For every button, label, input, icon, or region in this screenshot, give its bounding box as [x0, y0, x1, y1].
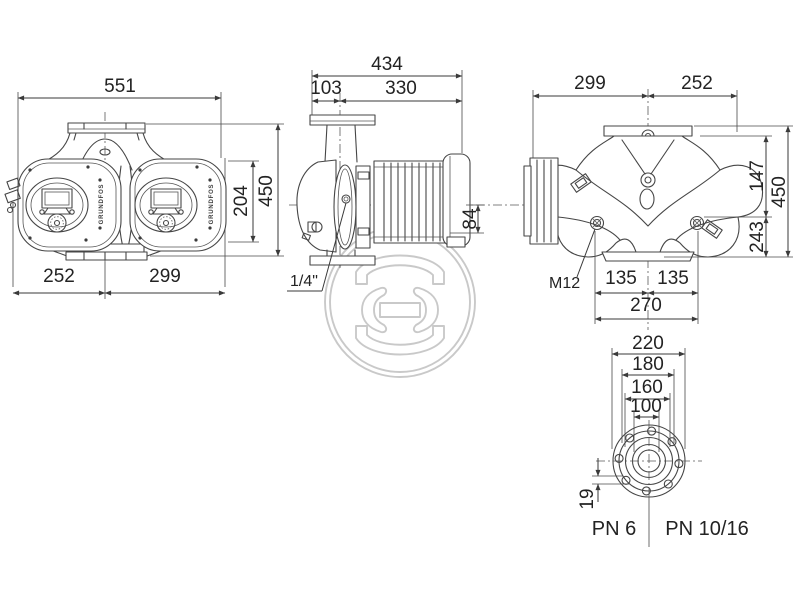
- dim-side-total-label: 434: [371, 54, 403, 75]
- dim-flange-19-label: 19: [577, 488, 598, 509]
- hex-plug-left: [570, 173, 592, 193]
- brand-text-left: GRUNDFOS: [99, 184, 105, 225]
- left-button: [69, 209, 75, 215]
- dim-top-299-label: 299: [574, 73, 606, 94]
- dim-side-103-label: 103: [310, 78, 342, 99]
- top-pump-housing: [523, 125, 764, 262]
- terminal-box: [446, 236, 466, 248]
- dim-flange-160-label: 160: [631, 377, 663, 398]
- left-button: [39, 209, 45, 215]
- m12-bolt-hole-right: [689, 215, 705, 231]
- dim-front-height-label: 450: [256, 175, 277, 207]
- dim-top-270-label: 270: [630, 295, 662, 316]
- dim-flange-220-label: 220: [632, 333, 664, 354]
- left-control-knob: [47, 213, 67, 233]
- bolt-hole: [647, 426, 657, 436]
- drain-plug: [311, 221, 323, 233]
- dim-front-right-label: 299: [149, 266, 181, 287]
- front-left-pump-head: GRUNDFOS: [4, 158, 122, 252]
- dim-front-width-label: 551: [104, 76, 136, 97]
- side-view: 434 103 330: [287, 54, 540, 292]
- front-view: 551 450 204 252 299: [4, 76, 284, 299]
- cable-gland: [4, 177, 21, 214]
- side-motor: [373, 153, 471, 248]
- dim-top-450-label: 450: [769, 176, 790, 208]
- dim-front-box-height-label: 204: [231, 185, 252, 217]
- bolt-hole: [614, 453, 624, 463]
- flange-detail-view: 220 180 160 100: [577, 333, 749, 547]
- dim-top-135-left-label: 135: [605, 268, 637, 289]
- bolt-hole: [641, 486, 651, 496]
- dim-side-330-label: 330: [385, 78, 417, 99]
- m12-bolt-hole-left: [589, 215, 605, 231]
- right-control-knob: [156, 213, 176, 233]
- top-view: 299 252: [523, 73, 793, 330]
- side-pump-body: [296, 114, 376, 253]
- dim-front-left-label: 252: [43, 266, 75, 287]
- dim-top-135-right-label: 135: [657, 268, 689, 289]
- bolt-hole: [625, 433, 635, 443]
- dim-top-147-label: 147: [747, 160, 768, 192]
- pressure-rating-pn6-label: PN 6: [592, 518, 636, 540]
- right-button: [178, 209, 184, 215]
- dim-flange-100-label: 100: [630, 396, 662, 417]
- bolt-hole: [667, 437, 677, 447]
- flange-face: [596, 420, 702, 547]
- center-port: [639, 188, 655, 210]
- watermark-logo-icon: [324, 226, 476, 378]
- front-right-pump-head: GRUNDFOS: [129, 158, 227, 252]
- dim-flange-180-label: 180: [632, 354, 664, 375]
- hex-plug-right: [701, 219, 723, 239]
- top-motor-block: [523, 157, 559, 245]
- brand-text-right: GRUNDFOS: [209, 184, 215, 225]
- dim-top-243-label: 243: [747, 221, 768, 253]
- m12-label: M12: [549, 275, 580, 292]
- vent-plug-label: 1/4": [290, 273, 318, 290]
- center-bolt: [640, 172, 656, 188]
- dim-top-252-label: 252: [681, 73, 713, 94]
- bolt-hole: [674, 459, 684, 469]
- bolt-hole: [663, 479, 673, 489]
- right-button: [148, 209, 154, 215]
- pressure-rating-pn1016-label: PN 10/16: [665, 518, 748, 540]
